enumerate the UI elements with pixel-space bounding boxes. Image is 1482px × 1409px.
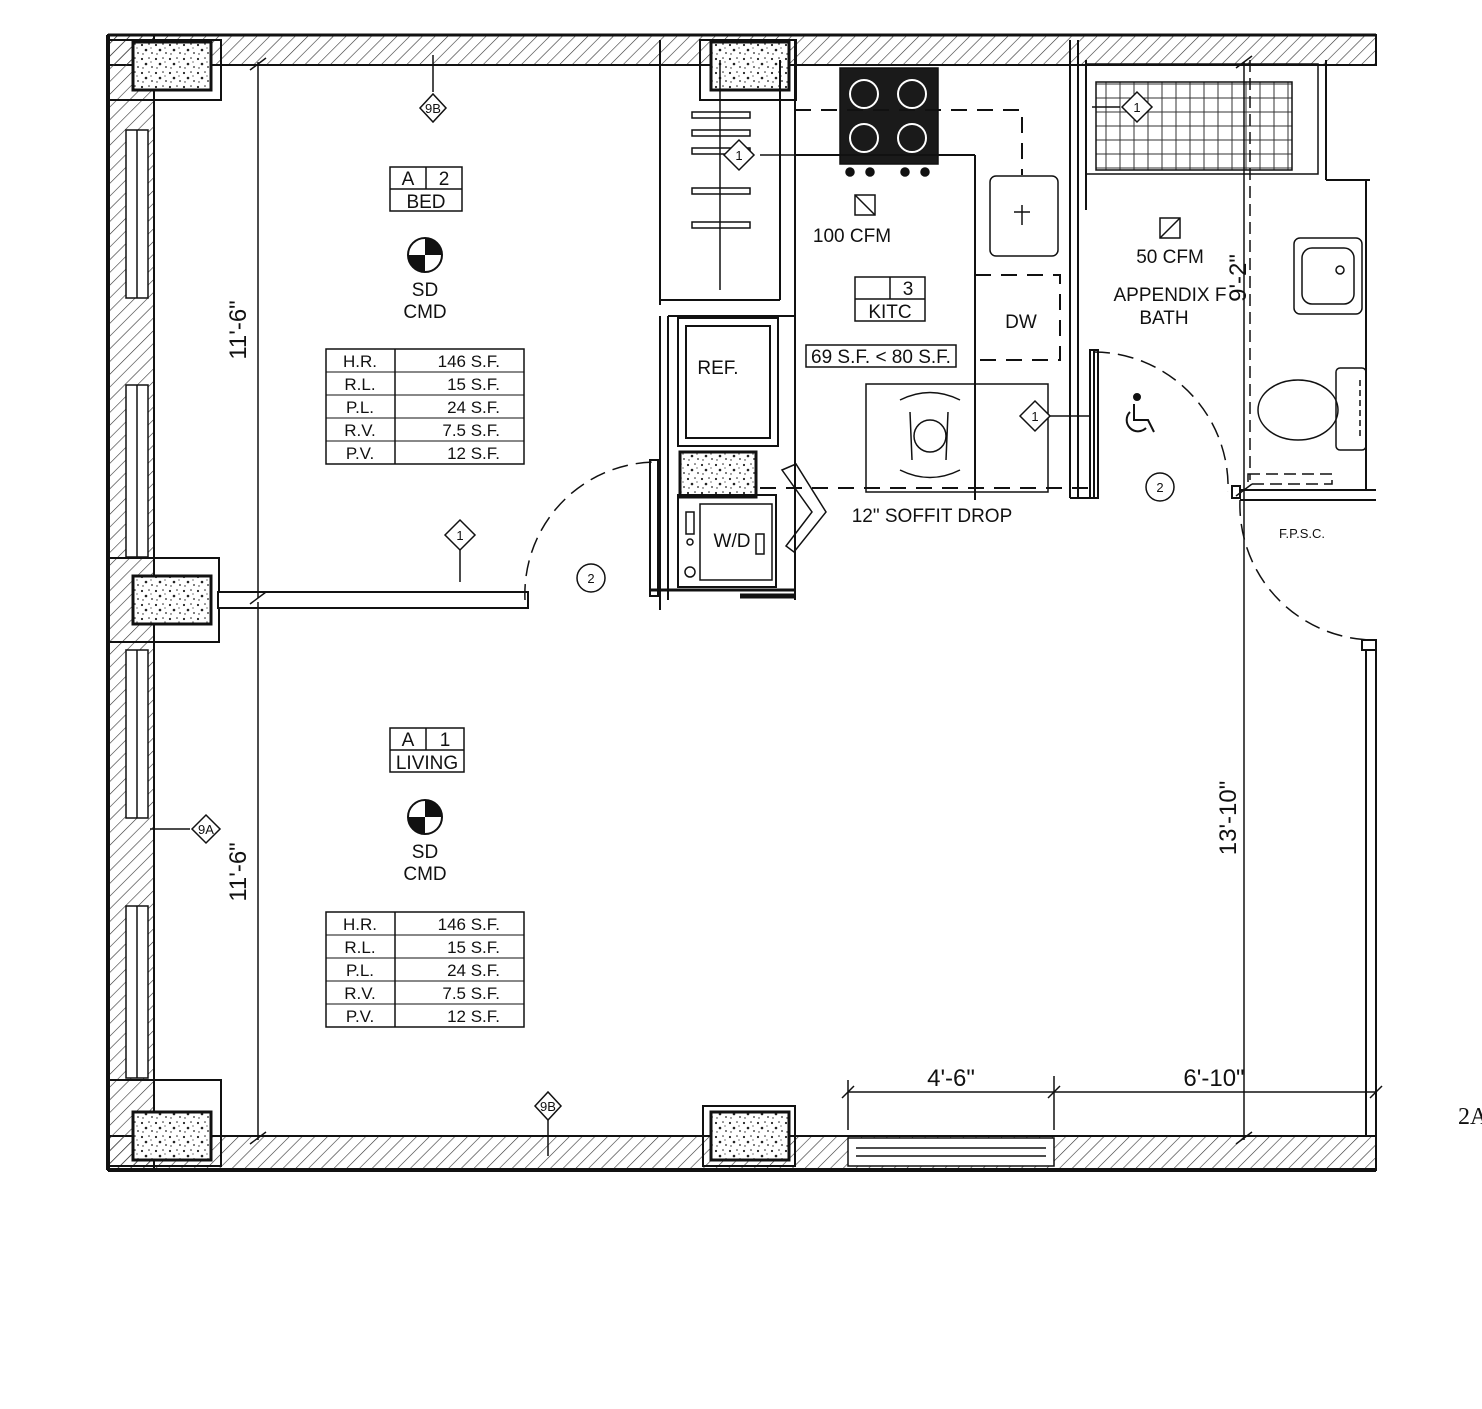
living-room-code: A (402, 730, 415, 751)
fpsc-label: F.P.S.C. (1279, 526, 1325, 541)
washer-dryer (684, 503, 773, 581)
dimension-bath-height: 9'-2" (1225, 254, 1252, 302)
svg-text:9B: 9B (540, 1099, 556, 1114)
toilet (1257, 367, 1367, 451)
washer-dryer-label: W/D (714, 531, 751, 552)
svg-text:1: 1 (456, 528, 463, 543)
living-smoke-detector-icon (407, 799, 443, 835)
table-cell: R.L. (344, 938, 375, 957)
table-cell: P.V. (346, 1007, 374, 1026)
columns (131, 40, 791, 1162)
svg-text:1: 1 (1031, 409, 1038, 424)
table-cell: H.R. (343, 352, 377, 371)
bed-sd-label: SD (412, 280, 438, 301)
table-cell: P.L. (346, 398, 374, 417)
partition-tag-kitchen: 1 (1018, 399, 1052, 433)
kitchen-room-number: 3 (903, 279, 914, 300)
dimension-lines (249, 55, 1383, 1145)
living-room-name: LIVING (396, 753, 458, 774)
bath-lavatory (1293, 237, 1363, 315)
table-cell: 15 S.F. (447, 375, 500, 394)
dimension-living-height: 11'-6" (225, 842, 252, 901)
table-cell: 12 S.F. (447, 1007, 500, 1026)
table-cell: H.R. (343, 915, 377, 934)
door-tag-bath: 2 (1145, 472, 1175, 502)
svg-text:1: 1 (735, 148, 742, 163)
bed-cmd-label: CMD (403, 302, 446, 323)
table-cell: 7.5 S.F. (442, 984, 500, 1003)
kitchen-fan-label: 100 CFM (813, 226, 891, 247)
dimension-right-height: 13'-10" (1215, 781, 1242, 855)
interior-walls (217, 40, 1377, 1136)
table-cell: 146 S.F. (438, 915, 500, 934)
dishwasher-label: DW (1005, 312, 1037, 333)
table-cell: P.L. (346, 961, 374, 980)
table-cell: 15 S.F. (447, 938, 500, 957)
table-cell: R.V. (344, 421, 376, 440)
door-swings (524, 351, 1373, 641)
wall-type-tag-9b-bottom: 9B (533, 1090, 563, 1122)
bottom-window (847, 1137, 1055, 1167)
table-cell: P.V. (346, 444, 374, 463)
bath-name-line2: BATH (1139, 308, 1188, 329)
range (839, 67, 939, 177)
living-cmd-label: CMD (403, 864, 446, 885)
partition-tag-closet: 1 (722, 138, 756, 172)
table-cell: 7.5 S.F. (442, 421, 500, 440)
dimension-bed-height: 11'-6" (225, 300, 252, 359)
bath-name-line1: APPENDIX F (1114, 285, 1227, 306)
kitchen-exhaust-fan-icon (854, 194, 876, 216)
living-area-table: H.R. 146 S.F. R.L. 15 S.F. P.L. 24 S.F. … (325, 911, 525, 1028)
bed-room-name: BED (406, 192, 445, 213)
partition-tag-bed: 1 (443, 518, 477, 552)
table-cell: 24 S.F. (447, 398, 500, 417)
wheelchair-clearance (865, 383, 1049, 493)
refrigerator (677, 317, 779, 447)
kitchen-sink (989, 175, 1059, 257)
bed-smoke-detector-icon (407, 237, 443, 273)
living-room-tag: A 1 LIVING (389, 727, 465, 774)
svg-text:1: 1 (1133, 100, 1140, 115)
shower (1085, 63, 1319, 175)
table-cell: 12 S.F. (447, 444, 500, 463)
svg-text:2: 2 (1156, 480, 1163, 495)
dimension-window-width: 4'-6" (927, 1065, 975, 1092)
kitchen-room-tag: 3 KITC (854, 276, 926, 323)
closet-shelves (691, 60, 751, 290)
table-cell: 24 S.F. (447, 961, 500, 980)
bed-area-table: H.R. 146 S.F. R.L. 15 S.F. P.L. 24 S.F. … (325, 348, 525, 465)
svg-text:9A: 9A (198, 822, 214, 837)
soffit-label: 12" SOFFIT DROP (852, 506, 1013, 527)
refrigerator-label: REF. (697, 358, 738, 379)
edge-text: 2A (1458, 1104, 1482, 1130)
table-cell: 146 S.F. (438, 352, 500, 371)
bed-room-number: 2 (439, 169, 450, 190)
bath-fan-label: 50 CFM (1136, 247, 1204, 268)
left-windows (125, 129, 149, 1079)
living-room-number: 1 (440, 730, 451, 751)
bed-room-code: A (402, 169, 415, 190)
bath-exhaust-fan-icon (1159, 217, 1181, 239)
bed-room-tag: A 2 BED (389, 166, 463, 213)
dimension-right-width: 6'-10" (1183, 1065, 1244, 1092)
table-cell: R.L. (344, 375, 375, 394)
partition-tag-bath: 1 (1120, 90, 1154, 124)
kitchen-room-name: KITC (868, 302, 911, 323)
door-tag-bed: 2 (576, 563, 606, 593)
kitchen-area-note: 69 S.F. < 80 S.F. (811, 347, 951, 368)
wall-type-tag-9b-top: 9B (418, 92, 448, 124)
wheelchair-accessible-icon (1125, 393, 1155, 433)
wall-type-tag-9a: 9A (190, 813, 222, 845)
living-sd-label: SD (412, 842, 438, 863)
table-cell: R.V. (344, 984, 376, 1003)
svg-text:2: 2 (587, 571, 594, 586)
svg-text:9B: 9B (425, 101, 441, 116)
